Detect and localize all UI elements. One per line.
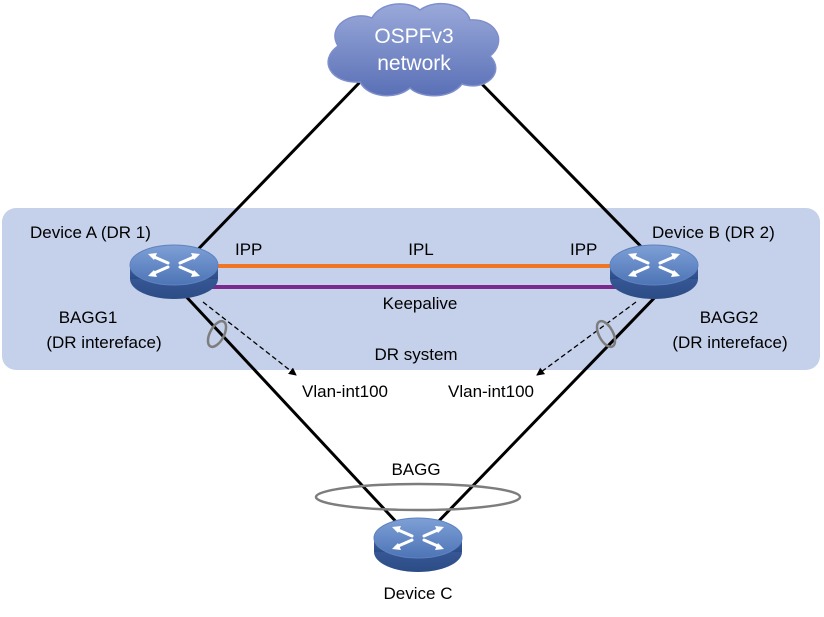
bagg1-ellipse <box>206 319 228 349</box>
switch-icon-device-b <box>608 243 700 301</box>
bagg-ellipse-back <box>314 482 522 498</box>
bagg-ellipse <box>314 496 522 512</box>
device-b-agg-label: BAGG2 <box>699 308 759 327</box>
vlan-arrow-left <box>202 301 297 376</box>
dr-system-label: DR system <box>374 345 458 364</box>
ipl-label: IPL <box>408 240 434 259</box>
device-b-agg-role: (DR intereface) <box>672 333 788 352</box>
ipp-left-label: IPP <box>235 240 263 259</box>
cloud-label-line1: OSPFv3 <box>374 25 454 48</box>
uplink-a-cloud <box>178 78 364 270</box>
cloud-label-line2: network <box>377 52 451 75</box>
device-a-agg-label: BAGG1 <box>58 308 118 327</box>
bagg2-ellipse <box>595 319 617 349</box>
device-a-name: Device A (DR 1) <box>30 223 151 242</box>
vlan-right-label: Vlan-int100 <box>447 382 535 401</box>
device-b-name: Device B (DR 2) <box>652 223 775 242</box>
switch-icon-device-a <box>128 243 220 301</box>
bagg-label: BAGG <box>391 460 441 479</box>
vlan-arrow-right <box>536 301 637 376</box>
cloud-icon <box>327 2 500 97</box>
switch-icon-device-c <box>372 516 464 574</box>
device-a-agg-role: (DR intereface) <box>46 333 162 352</box>
vlan-left-label: Vlan-int100 <box>301 382 389 401</box>
device-c-name: Device C <box>383 584 453 603</box>
ipp-right-label: IPP <box>570 240 598 259</box>
keepalive-label: Keepalive <box>382 294 458 313</box>
uplink-b-cloud <box>476 78 664 270</box>
